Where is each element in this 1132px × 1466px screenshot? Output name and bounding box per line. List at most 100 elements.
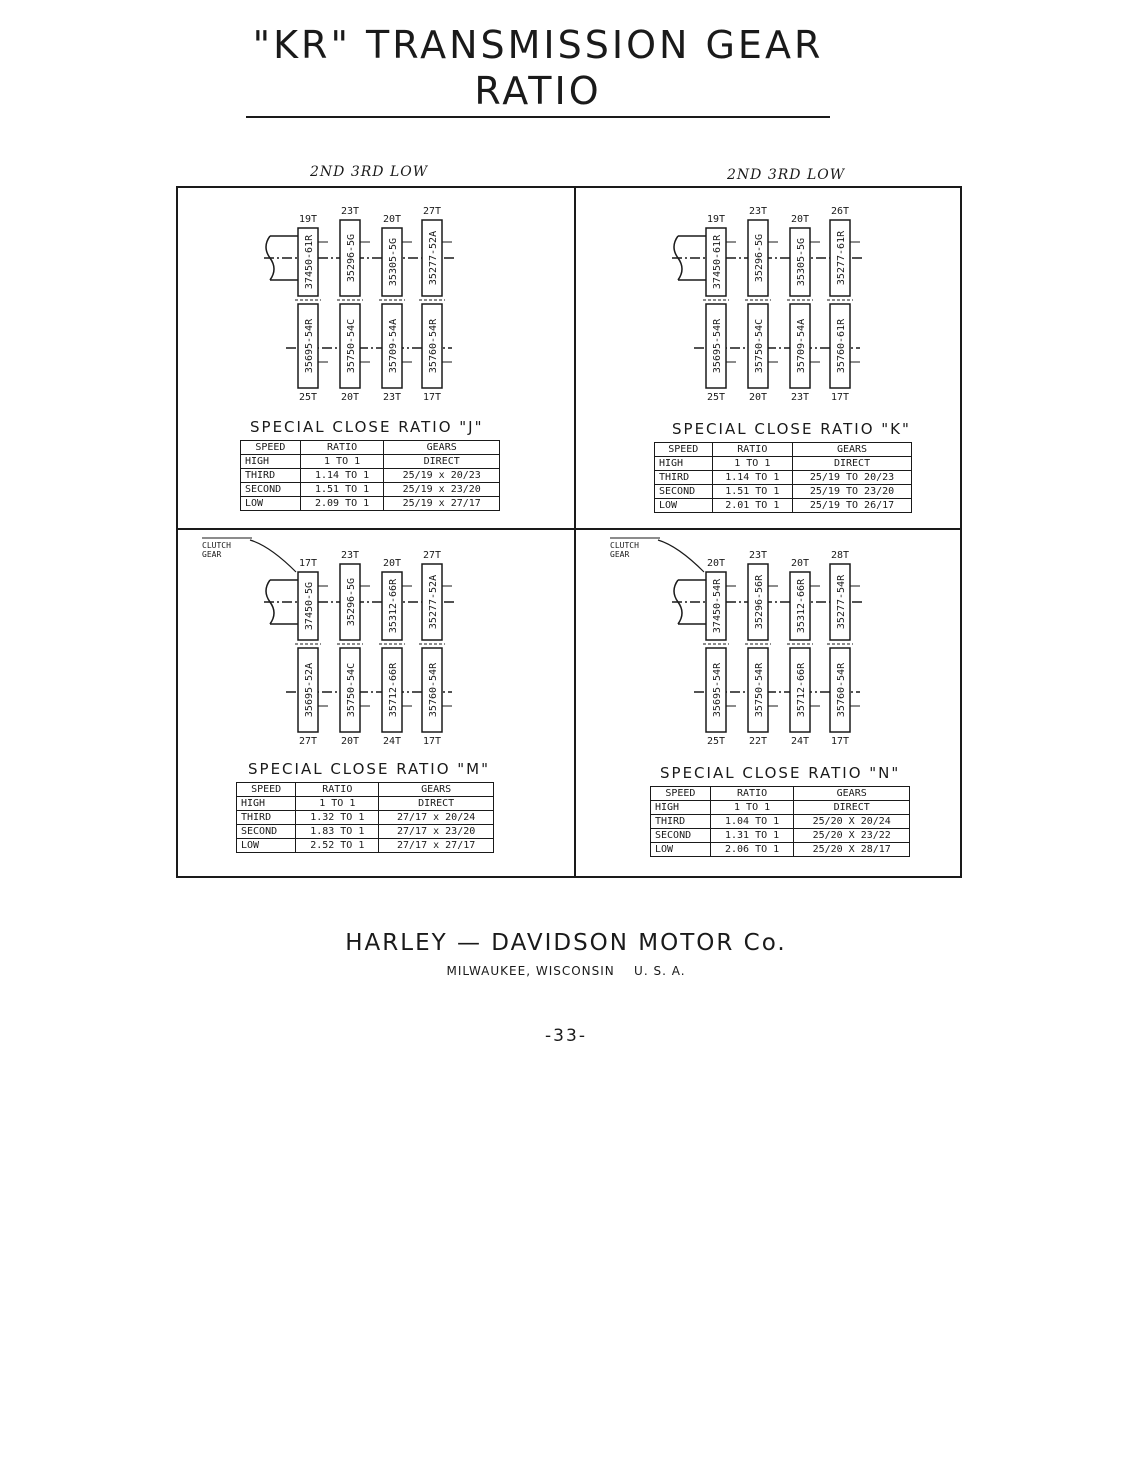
speed-header-left: 2ND 3RD LOW [310, 164, 429, 180]
gear-top [297, 227, 319, 297]
table-cell: 27/17 x 27/17 [378, 838, 494, 853]
gear-tooth-count: 20T [791, 558, 809, 569]
gear-part-number: 37450-54R [712, 578, 723, 633]
gear-part-number: 35695-54R [712, 662, 723, 717]
gear-top [297, 571, 319, 641]
table-cell: 25/20 X 23/22 [793, 828, 910, 843]
gear-tooth-count: 24T [383, 736, 401, 747]
table-cell: LOW [650, 842, 711, 857]
speed-header-right: 2ND 3RD LOW [727, 167, 846, 183]
table-cell: SECOND [240, 482, 301, 497]
gear-part-number: 37450-61R [712, 234, 723, 289]
gear-bottom [339, 647, 361, 733]
gear-tooth-count: 20T [383, 214, 401, 225]
gear-bottom [747, 303, 769, 389]
table-cell: 25/19 x 20/23 [383, 468, 500, 483]
table-header-cell: GEARS [792, 442, 912, 457]
table-cell: THIRD [654, 470, 713, 485]
panel-title-j: SPECIAL CLOSE RATIO "J" [250, 418, 484, 436]
gear-top [747, 563, 769, 641]
clutch-pointer-arrow [657, 539, 705, 573]
table-cell: THIRD [235, 810, 297, 825]
gear-bottom [829, 303, 851, 389]
table-cell: 1.04 TO 1 [709, 814, 795, 829]
gear-bottom [381, 647, 403, 733]
gear-part-number: 35760-54R [428, 662, 439, 717]
table-cell: 1 TO 1 [295, 796, 380, 811]
table-cell: 1 TO 1 [711, 456, 794, 471]
table-cell: HIGH [650, 800, 711, 815]
gear-tooth-count: 23T [341, 550, 359, 561]
gear-tooth-count: 22T [749, 736, 767, 747]
table-cell: 1 TO 1 [299, 454, 385, 469]
table-cell: LOW [654, 498, 713, 513]
gear-part-number: 35695-52A [304, 663, 315, 717]
table-cell: THIRD [650, 814, 711, 829]
gear-tooth-count: 25T [707, 392, 725, 403]
gear-part-number: 35296-5G [346, 234, 357, 282]
gear-tooth-count: 20T [749, 392, 767, 403]
table-cell: 25/19 x 23/20 [383, 482, 500, 497]
table-cell: 25/20 X 20/24 [793, 814, 910, 829]
gear-tooth-count: 20T [791, 214, 809, 225]
panel-title-n: SPECIAL CLOSE RATIO "N" [660, 764, 901, 782]
gear-bottom [297, 303, 319, 389]
table-cell: LOW [235, 838, 297, 853]
gear-top [421, 219, 443, 297]
company-name: HARLEY — DAVIDSON MOTOR Co. [345, 930, 787, 956]
gear-top [789, 571, 811, 641]
gear-part-number: 35296-5G [346, 578, 357, 626]
gear-tooth-count: 27T [423, 550, 441, 561]
gear-tooth-count: 20T [707, 558, 725, 569]
gear-part-number: 35750-54C [754, 319, 765, 373]
table-cell: 1.31 TO 1 [709, 828, 795, 843]
gear-top [339, 219, 361, 297]
table-cell: 1.32 TO 1 [295, 810, 380, 825]
gear-bottom [421, 647, 443, 733]
gear-tooth-count: 25T [707, 736, 725, 747]
table-cell: 1.51 TO 1 [711, 484, 794, 499]
table-cell: DIRECT [378, 796, 494, 811]
shaft-break [265, 579, 275, 625]
table-cell: DIRECT [792, 456, 912, 471]
diagram-grid [176, 186, 962, 878]
gear-tooth-count: 25T [299, 392, 317, 403]
gear-part-number: 35277-54R [836, 574, 847, 629]
gear-tooth-count: 27T [423, 206, 441, 217]
shaft-break [673, 579, 683, 625]
table-cell: 1.83 TO 1 [295, 824, 380, 839]
gear-part-number: 35312-66R [796, 578, 807, 633]
panel-title-k: SPECIAL CLOSE RATIO "K" [672, 420, 911, 438]
gear-top [381, 571, 403, 641]
gear-tooth-count: 20T [341, 736, 359, 747]
table-header-cell: GEARS [383, 440, 500, 455]
table-cell: DIRECT [383, 454, 500, 469]
table-cell: 25/19 TO 23/20 [792, 484, 912, 499]
gear-tooth-count: 26T [831, 206, 849, 217]
gear-part-number: 35709-54A [388, 319, 399, 373]
table-cell: 25/19 TO 20/23 [792, 470, 912, 485]
gear-tooth-count: 23T [749, 206, 767, 217]
gear-part-number: 37450-61R [304, 234, 315, 289]
gear-top [789, 227, 811, 297]
gear-top [829, 219, 851, 297]
